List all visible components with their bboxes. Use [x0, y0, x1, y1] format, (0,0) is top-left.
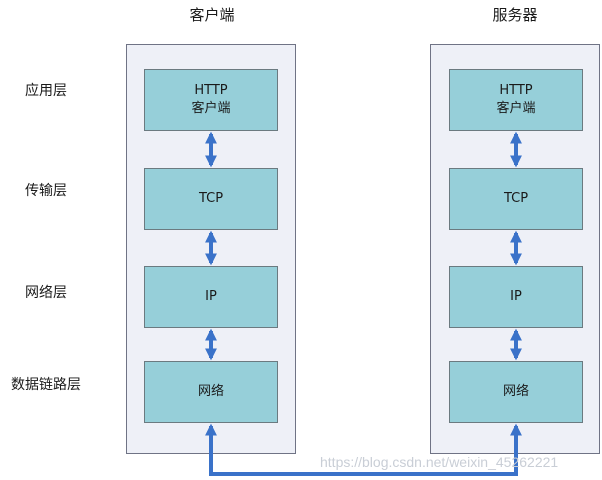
- server-box-data-link-label: 网络: [502, 384, 529, 400]
- server-box-data-link: 网络: [449, 361, 583, 423]
- server-box-application-line1: HTTP: [499, 83, 533, 99]
- watermark: https://blog.csdn.net/weixin_45262221: [320, 454, 559, 470]
- layer-label-data-link: 数据链路层: [11, 377, 81, 393]
- layer-label-network: 网络层: [25, 285, 67, 301]
- client-box-data-link-label: 网络: [197, 384, 224, 400]
- layer-label-application: 应用层: [25, 83, 67, 99]
- server-box-network: IP: [449, 266, 583, 328]
- client-box-transport-label: TCP: [198, 191, 224, 207]
- server-box-application-line2: 客户端: [496, 101, 536, 116]
- client-box-transport: TCP: [144, 168, 278, 230]
- client-box-data-link: 网络: [144, 361, 278, 423]
- physical-link-arrow: [205, 423, 522, 476]
- client-column-title: 客户端: [189, 6, 235, 24]
- client-box-application-line1: HTTP: [194, 83, 228, 99]
- client-box-application: HTTP 客户端: [144, 69, 278, 131]
- server-box-network-label: IP: [510, 289, 522, 305]
- client-box-application-line2: 客户端: [191, 101, 231, 116]
- server-box-application: HTTP 客户端: [449, 69, 583, 131]
- client-box-network: IP: [144, 266, 278, 328]
- server-box-transport-label: TCP: [503, 191, 529, 207]
- server-column-title: 服务器: [492, 6, 538, 24]
- layer-label-transport: 传输层: [25, 183, 67, 199]
- client-box-network-label: IP: [205, 289, 217, 305]
- server-box-transport: TCP: [449, 168, 583, 230]
